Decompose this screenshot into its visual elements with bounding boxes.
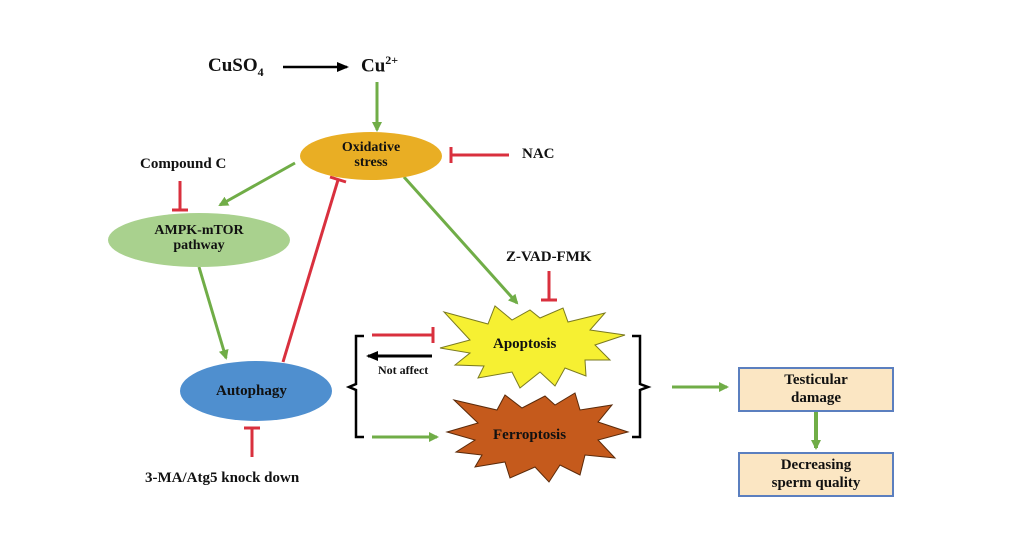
edge-ampk-to-autophagy: [197, 266, 229, 360]
nac-label: NAC: [522, 146, 555, 162]
testicular-damage-box: Testicular damage: [738, 367, 894, 412]
edge-autophagy-inhibit-apoptosis: [372, 327, 435, 343]
compound-c-label: Compound C: [140, 156, 227, 172]
left-bracket: [345, 334, 364, 439]
sperm-line2: sperm quality: [771, 474, 861, 491]
ampk-line1: AMPK-mTOR: [154, 223, 244, 238]
sperm-line1: Decreasing: [780, 457, 852, 474]
apoptosis-node: [439, 305, 626, 389]
sperm-quality-box: Decreasing sperm quality: [738, 452, 894, 497]
cuso4-base: CuSO: [208, 55, 258, 76]
ampk-mtor-node: [108, 213, 290, 267]
ampk-line2: pathway: [173, 238, 225, 254]
not-affect-label: Not affect: [378, 363, 429, 377]
cu-base: Cu: [361, 55, 386, 77]
edge-oxidative-to-apoptosis: [402, 175, 519, 305]
cuso4-label: CuSO4: [208, 55, 264, 79]
edge-autophagy-inhibit-oxidative: [281, 175, 347, 363]
cu-ion-label: Cu2+: [361, 53, 399, 77]
right-bracket: [632, 334, 652, 439]
cu-superscript: 2+: [385, 53, 399, 67]
oxidative-stress-label: Oxidative stress: [311, 140, 431, 171]
zvad-fmk-label: Z-VAD-FMK: [506, 249, 592, 265]
ampk-mtor-label: AMPK-mTOR pathway: [139, 223, 259, 254]
cuso4-subscript: 4: [257, 64, 264, 79]
autophagy-label: Autophagy: [216, 383, 287, 399]
apoptosis-label: Apoptosis: [493, 336, 557, 352]
edge-3ma-inhibit: [244, 426, 260, 457]
edge-nac-inhibit: [449, 147, 509, 163]
oxidative-line1: Oxidative: [341, 140, 401, 155]
oxidative-line2: stress: [354, 155, 388, 171]
oxidative-stress-node: [300, 132, 442, 180]
edge-compoundc-inhibit: [172, 181, 188, 212]
3ma-atg5-label: 3-MA/Atg5 knock down: [145, 470, 300, 486]
testicular-line1: Testicular: [784, 372, 848, 389]
ferroptosis-node: [445, 392, 630, 483]
autophagy-node: [180, 361, 332, 421]
edge-oxidative-to-ampk: [218, 161, 296, 207]
testicular-line2: damage: [791, 389, 841, 406]
ferroptosis-label: Ferroptosis: [493, 427, 567, 443]
edge-zvad-inhibit: [541, 271, 557, 302]
